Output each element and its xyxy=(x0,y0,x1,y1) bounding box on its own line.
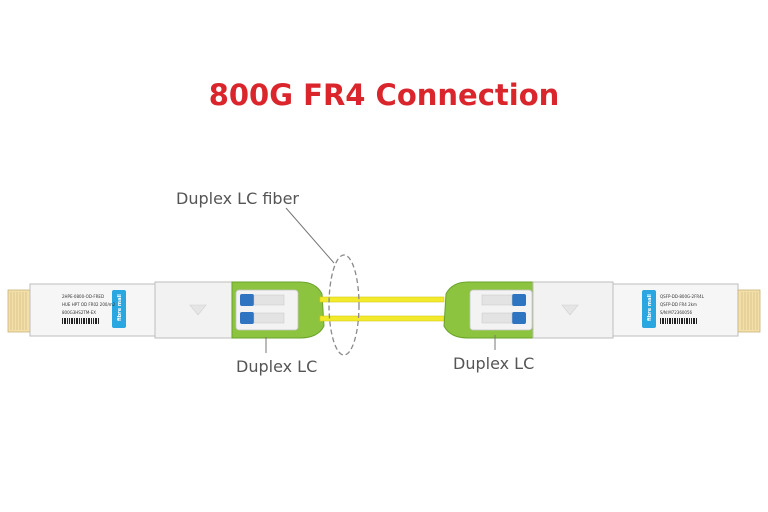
diagram-title: 800G FR4 Connection xyxy=(208,78,560,112)
left-duplex-lc-connector xyxy=(231,281,325,339)
right-duplex-lc-label: Duplex LC xyxy=(453,354,535,373)
duplex-lc-fiber xyxy=(319,296,445,322)
right-part-number: QSFP-DD-800G-2FR4L xyxy=(660,294,705,299)
fiber-callout-line xyxy=(285,207,335,264)
right-duplex-lc-connector xyxy=(443,281,537,339)
right-serial: S/N:M72360056 xyxy=(660,310,692,315)
right-barcode xyxy=(660,318,697,324)
right-transceiver-module: fibre mall QSFP-DD-800G-2FR4L QSFP-DD FR… xyxy=(532,281,761,339)
left-serial: 800G3HS2TM-EX xyxy=(62,310,96,315)
right-heatsink-fins xyxy=(737,289,761,333)
right-brand-text: fibre mall xyxy=(647,294,653,321)
fiber-highlight-ellipse xyxy=(328,254,360,356)
left-brand-text: fibre mall xyxy=(117,294,123,321)
left-transceiver-module: fibre mall 2HPE-0800-OD-FRED HUE HPT OD … xyxy=(7,281,236,339)
left-barcode xyxy=(62,318,99,324)
left-duplex-lc-label: Duplex LC xyxy=(236,357,318,376)
duplex-lc-fiber-label: Duplex LC fiber xyxy=(176,189,300,208)
left-brand-tag xyxy=(112,290,126,328)
right-brand-tag xyxy=(642,290,656,328)
left-part-number: 2HPE-0800-OD-FRED xyxy=(62,294,104,299)
left-module-desc: HUE HPT OD FR02 200/m2 xyxy=(62,302,116,307)
right-module-desc: QSFP-DD FR4 2km xyxy=(660,302,697,307)
